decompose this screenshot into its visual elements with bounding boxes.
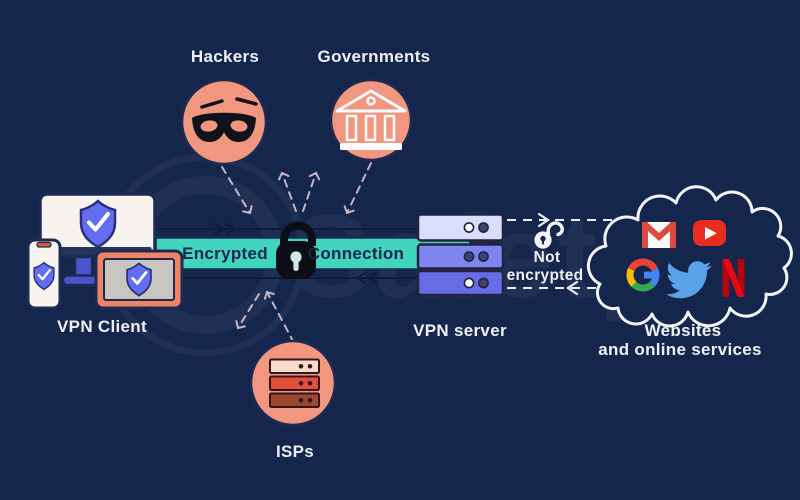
isp-server-stack-icon [269,358,320,408]
netflix-icon [722,259,745,297]
hackers-deflect-arrow [278,171,297,212]
hacker-mask-icon [192,97,258,142]
isps-attack-arrow [263,290,295,344]
google-icon [626,258,660,292]
governments-node [329,78,413,162]
gmail-icon [641,221,677,248]
hackers-node [180,78,268,166]
unencrypted-arrowheads [537,212,579,296]
phone-shield-icon [26,238,62,310]
twitter-icon [666,261,712,299]
isps-deflect-arrow [235,293,260,330]
flow-left-chevron-icon [355,271,367,285]
flow-left-chevron-icon [367,271,379,285]
not-encrypted-label-line2: encrypted [506,267,584,284]
blocked-attack-arrows [221,162,372,344]
server-stack-icon [416,213,505,297]
governments-label: Governments [317,47,431,66]
padlock-closed-icon [276,221,316,279]
unencrypted-dashed-lines [507,219,618,289]
hackers-label: Hackers [190,47,260,66]
flow-right-chevron-icon [213,222,225,236]
websites-label-line1: Websites [644,321,722,340]
hackers-attack-arrow [221,166,253,215]
arrow-left-icon [566,280,579,296]
isps-label: ISPs [275,442,315,461]
flow-right-chevron-icon [225,222,237,236]
arrow-right-icon [537,212,550,228]
isps-node [249,339,337,427]
vpn-client-label: VPN Client [57,317,147,336]
encrypted-label: Encrypted [182,244,268,263]
websites-label-line2: and online services [598,340,762,359]
government-building-icon [335,89,407,150]
not-encrypted-label-line1: Not [533,249,561,266]
youtube-icon [693,220,726,246]
vpn-server-label: VPN server [413,321,507,340]
tablet-shield-icon [94,249,184,310]
connection-label: Connection [307,244,405,263]
padlock-open-icon [534,221,564,249]
governments-deflect-arrow [302,171,321,212]
governments-attack-arrow [343,162,372,215]
